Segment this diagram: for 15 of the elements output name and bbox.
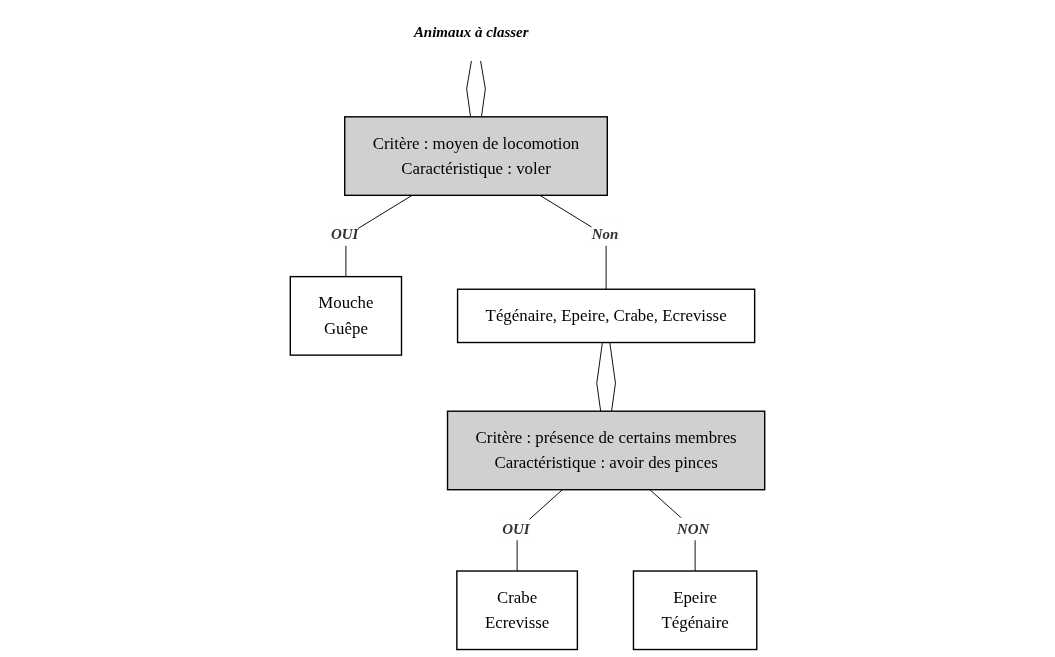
connector — [466, 60, 472, 118]
node-box: Mouche Guêpe — [289, 275, 403, 356]
node-box: Crabe Ecrevisse — [456, 570, 579, 651]
connector — [609, 342, 616, 412]
node-box: Critère : moyen de locomotion Caractéristique : voler — [344, 116, 608, 196]
node-box: Tégénaire, Epeire, Crabe, Ecrevisse — [456, 288, 756, 344]
edge-label: Non — [591, 226, 619, 243]
node-box: Critère : présence de certains membres Caractéristique : avoir des pinces — [446, 410, 766, 491]
node-text: Animaux à classer — [413, 24, 529, 41]
connector — [596, 342, 603, 412]
edge-label: NON — [676, 520, 710, 537]
connector — [480, 60, 486, 118]
edge-label: OUI — [502, 520, 530, 537]
node-box: Epeire Tégénaire — [632, 570, 758, 651]
edge-label: OUI — [330, 226, 359, 243]
